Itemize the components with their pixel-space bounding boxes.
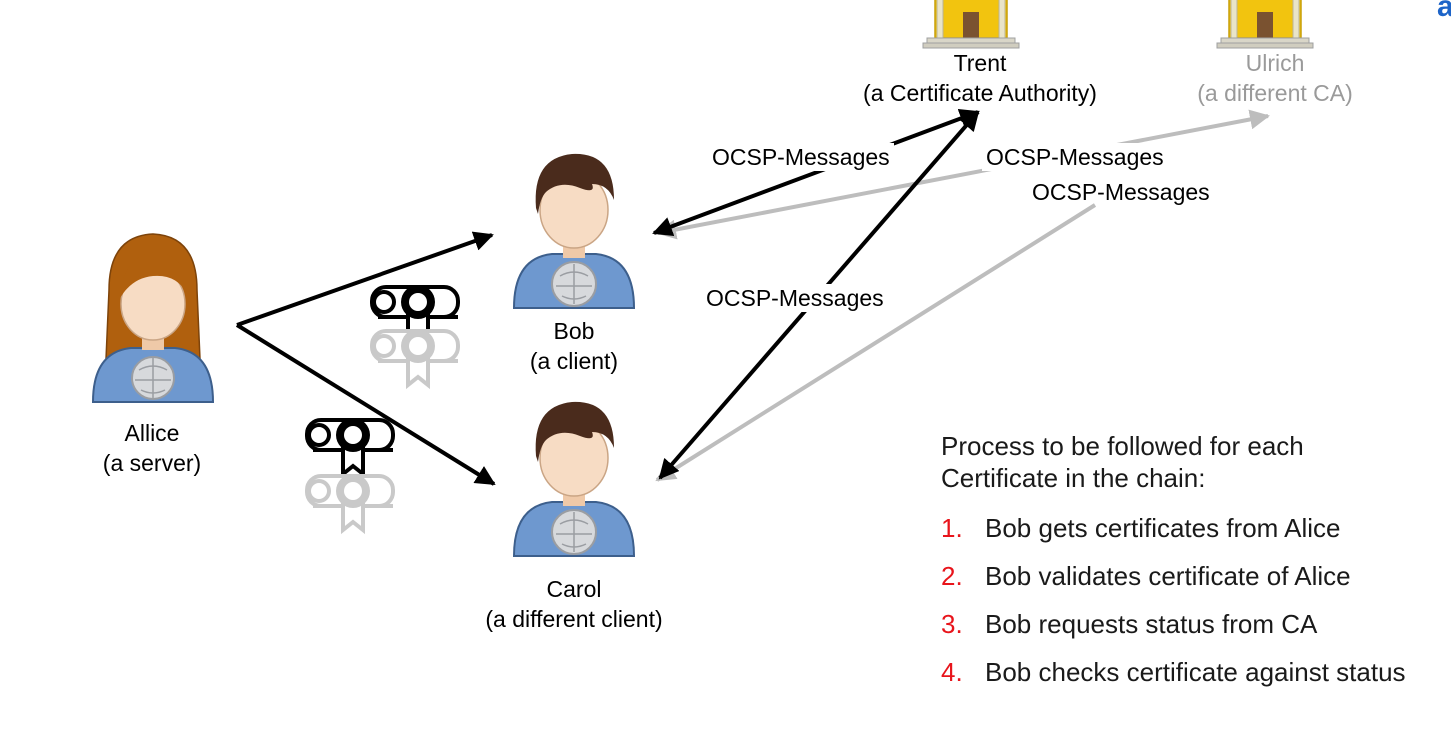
ulrich-name: Ulrich — [1245, 50, 1305, 76]
ocsp-label-bob-trent: OCSP-Messages — [708, 143, 894, 171]
alice-avatar-icon — [92, 233, 214, 403]
process-step: 2. Bob validates certificate of Alice — [941, 560, 1421, 592]
bob-name: Bob — [553, 318, 595, 344]
certificate-grey-icon — [305, 472, 395, 532]
step-number: 4. — [941, 657, 963, 687]
trent-label: Trent (a Certificate Authority) — [830, 48, 1130, 108]
ocsp-label-carol-trent: OCSP-Messages — [702, 284, 888, 312]
process-title: Process to be followed for each Certific… — [941, 431, 1304, 493]
trent-name: Trent — [953, 50, 1007, 76]
process-step: 1. Bob gets certificates from Alice — [941, 512, 1421, 544]
carol-name: Carol — [546, 576, 602, 602]
process-steps: 1. Bob gets certificates from Alice 2. B… — [941, 512, 1421, 688]
alice-label: Allice (a server) — [60, 418, 244, 478]
ulrich-role: (a different CA) — [1197, 80, 1353, 106]
process-step: 4. Bob checks certificate against status — [941, 656, 1421, 688]
ocsp-label-bob-ulrich: OCSP-Messages — [982, 143, 1168, 171]
arrow-alice-to-carol — [235, 323, 496, 486]
bob-role: (a client) — [529, 348, 619, 374]
process-step: 3. Bob requests status from CA — [941, 608, 1421, 640]
alice-name: Allice — [124, 420, 180, 446]
step-number: 2. — [941, 561, 963, 591]
alice-role: (a server) — [102, 450, 202, 476]
step-number: 1. — [941, 513, 963, 543]
trent-role: (a Certificate Authority) — [863, 80, 1097, 106]
step-text: Bob requests status from CA — [985, 609, 1318, 639]
step-text: Bob checks certificate against status — [985, 657, 1406, 687]
certificate-black-icon — [305, 416, 395, 476]
trent-ca-icon — [922, 0, 1020, 49]
certificate-grey-icon — [370, 327, 460, 387]
ulrich-label: Ulrich (a different CA) — [1170, 48, 1380, 108]
step-text: Bob gets certificates from Alice — [985, 513, 1341, 543]
carol-avatar-icon — [513, 400, 635, 557]
arrow-bob-trent — [652, 108, 980, 237]
step-text: Bob validates certificate of Alice — [985, 561, 1351, 591]
corner-logo-mark: a — [1437, 0, 1451, 23]
bob-avatar-icon — [513, 152, 635, 309]
step-number: 3. — [941, 609, 963, 639]
carol-role: (a different client) — [485, 606, 663, 632]
arrow-bob-ulrich — [656, 109, 1270, 240]
carol-label: Carol (a different client) — [448, 574, 700, 634]
bob-label: Bob (a client) — [474, 316, 674, 376]
process-panel: Process to be followed for each Certific… — [941, 430, 1421, 704]
ocsp-label-carol-ulrich: OCSP-Messages — [1032, 179, 1210, 205]
ulrich-ca-icon — [1216, 0, 1314, 49]
arrow-alice-to-bob — [236, 231, 494, 327]
